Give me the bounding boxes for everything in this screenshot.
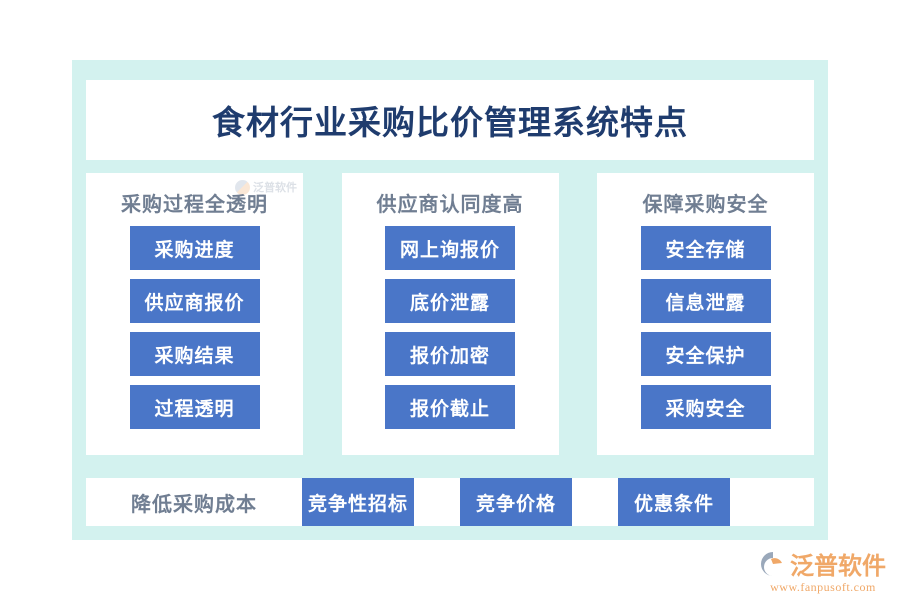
column-3-items: 安全存储 信息泄露 安全保护 采购安全 [640, 226, 771, 429]
column-1-heading: 采购过程全透明 [121, 194, 268, 216]
chip-item[interactable]: 报价加密 [385, 332, 515, 376]
column-1-items: 采购进度 供应商报价 采购结果 过程透明 [129, 226, 260, 429]
bottom-chip-item[interactable]: 竞争性招标 [302, 478, 414, 526]
chip-item[interactable]: 网上询报价 [385, 226, 515, 270]
chip-item[interactable]: 供应商报价 [129, 279, 260, 323]
feature-column-1: 泛普软件 采购过程全透明 采购进度 供应商报价 采购结果 过程透明 [86, 173, 303, 455]
title-card: 食材行业采购比价管理系统特点 [86, 80, 814, 160]
bottom-bar-heading: 降低采购成本 [131, 493, 257, 516]
page-title: 食材行业采购比价管理系统特点 [212, 104, 688, 141]
column-2-heading: 供应商认同度高 [376, 194, 524, 216]
company-logo: 泛普软件 www.fanpusoft.com [760, 546, 886, 595]
chip-item[interactable]: 过程透明 [129, 385, 260, 429]
logo-website-url: www.fanpusoft.com [770, 580, 876, 594]
chip-item[interactable]: 采购进度 [129, 226, 260, 270]
column-2-items: 网上询报价 底价泄露 报价加密 报价截止 [385, 226, 515, 429]
chip-item[interactable]: 采购安全 [640, 385, 771, 429]
column-3-heading: 保障采购安全 [642, 194, 769, 216]
feature-column-2: 供应商认同度高 网上询报价 底价泄露 报价加密 报价截止 [341, 173, 559, 455]
feature-column-3: 保障采购安全 安全存储 信息泄露 安全保护 采购安全 [597, 173, 814, 455]
bottom-chip-item[interactable]: 竞争价格 [460, 478, 572, 526]
chip-item[interactable]: 底价泄露 [385, 279, 515, 323]
chip-item[interactable]: 采购结果 [129, 332, 260, 376]
chip-item[interactable]: 安全保护 [640, 332, 771, 376]
bottom-bar: 降低采购成本 竞争性招标 竞争价格 优惠条件 [86, 478, 814, 526]
chip-item[interactable]: 信息泄露 [640, 279, 771, 323]
chip-item[interactable]: 报价截止 [385, 385, 515, 429]
logo-company-name: 泛普软件 [790, 553, 886, 580]
bottom-chip-item[interactable]: 优惠条件 [618, 478, 730, 526]
logo-row: 泛普软件 [760, 546, 886, 581]
chip-item[interactable]: 安全存储 [640, 226, 771, 270]
fanpu-logo-icon [760, 551, 786, 577]
feature-columns: 泛普软件 采购过程全透明 采购进度 供应商报价 采购结果 过程透明 供应商认同度… [86, 173, 814, 455]
bottom-bar-items: 竞争性招标 竞争价格 优惠条件 [302, 478, 814, 526]
